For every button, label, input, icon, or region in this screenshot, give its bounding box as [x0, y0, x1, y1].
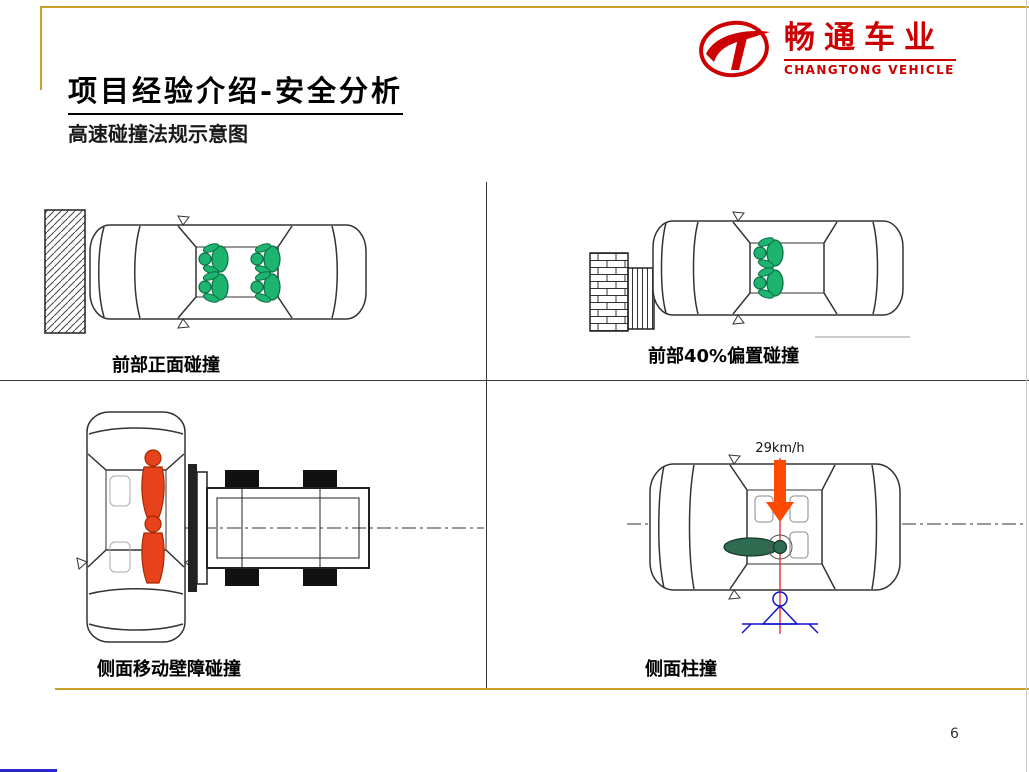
front-offset-crash-diagram — [589, 211, 910, 338]
bottom-edge-strip — [0, 769, 57, 772]
page-subtitle: 高速碰撞法规示意图 — [68, 122, 248, 146]
bottom-accent-line — [55, 688, 1029, 690]
window-edge — [1026, 0, 1027, 772]
car-top-view — [649, 454, 901, 600]
left-accent-line — [40, 6, 42, 90]
front-full-crash-diagram — [44, 209, 367, 334]
car-top-view-vertical — [76, 411, 196, 643]
mobile-barrier-trolley — [188, 464, 370, 592]
car-top-view — [652, 211, 904, 325]
page-title: 项目经验介绍-安全分析 — [68, 68, 404, 115]
brick-wall — [589, 252, 629, 332]
label-side-pole: 侧面柱撞 — [645, 659, 717, 680]
barrier-bumper — [188, 464, 197, 592]
impact-speed-arrow — [766, 460, 794, 522]
offset-deformable-barrier — [627, 267, 655, 330]
horizontal-divider — [0, 380, 1029, 381]
logo-name-en: CHANGTONG VEHICLE — [784, 62, 955, 77]
side-pole-crash-diagram: 29km/h — [627, 441, 1027, 634]
speed-label: 29km/h — [755, 441, 804, 456]
rigid-wall — [44, 209, 86, 334]
label-side-barrier: 侧面移动壁障碰撞 — [97, 659, 241, 680]
company-logo: 畅通车业 CHANGTONG VEHICLE — [698, 18, 956, 80]
page-number: 6 — [950, 726, 959, 742]
label-front-offset: 前部40%偏置碰撞 — [648, 346, 800, 367]
car-top-view — [89, 215, 367, 329]
logo-name-cn: 畅通车业 — [784, 20, 944, 57]
side-barrier-crash-diagram — [76, 411, 484, 643]
label-front-full: 前部正面碰撞 — [112, 355, 220, 376]
logo-red-divider — [784, 58, 956, 61]
pole-symbol — [741, 591, 819, 634]
side-impact-dummy — [723, 534, 793, 560]
vertical-divider — [486, 182, 487, 688]
logo-text-block: 畅通车业 CHANGTONG VEHICLE — [784, 20, 956, 77]
top-accent-line — [40, 6, 1029, 8]
trolley-wheels — [225, 470, 337, 586]
logo-ct-icon — [699, 20, 770, 78]
